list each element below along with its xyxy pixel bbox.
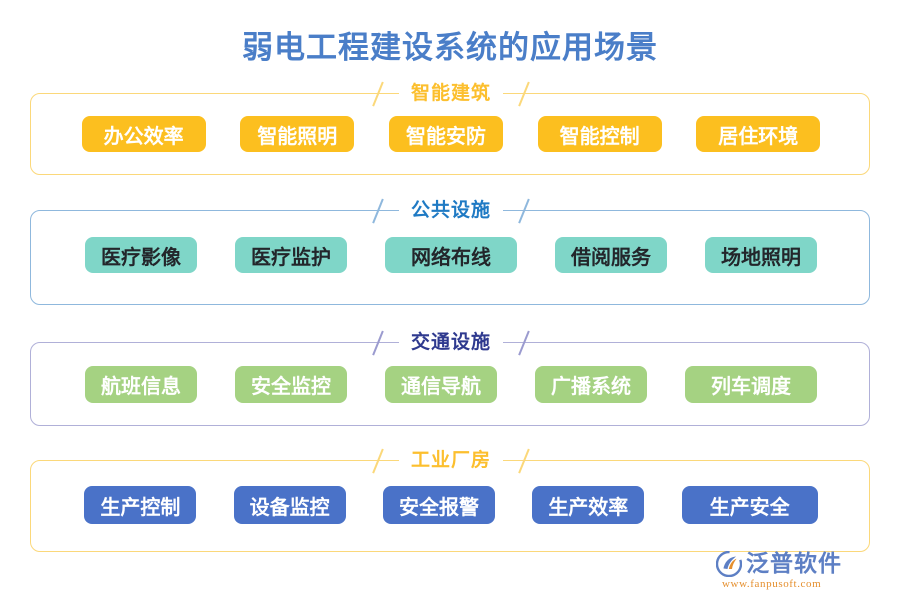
section-header-industrial-plant: 工业厂房: [31, 447, 871, 475]
section-header-transport-facilities: 交通设施: [31, 329, 871, 357]
slash-right-icon: [517, 449, 531, 473]
section-title-transport-facilities: 交通设施: [410, 332, 491, 353]
section-title-public-facilities: 公共设施: [410, 200, 491, 221]
pill-item[interactable]: 列车调度: [685, 366, 817, 403]
section-title-industrial-plant: 工业厂房: [410, 450, 491, 471]
slash-left-icon: [371, 199, 385, 223]
pill-row-smart-building: 办公效率 智能照明 智能安防 智能控制 居住环境: [31, 116, 871, 152]
pill-item[interactable]: 通信导航: [385, 366, 497, 403]
slash-right-icon: [517, 199, 531, 223]
pill-item[interactable]: 智能照明: [240, 116, 355, 152]
section-smart-building: 智能建筑 办公效率 智能照明 智能安防 智能控制 居住环境: [30, 80, 871, 175]
pill-item[interactable]: 智能安防: [388, 116, 503, 152]
logo-url: www.fanpusoft.com: [722, 578, 822, 590]
section-transport-facilities: 交通设施 航班信息 安全监控 通信导航 广播系统 列车调度: [30, 329, 871, 426]
slash-left-icon: [371, 82, 385, 106]
pill-item[interactable]: 办公效率: [81, 116, 206, 152]
pill-item[interactable]: 安全报警: [382, 486, 495, 524]
slash-left-icon: [371, 449, 385, 473]
pill-item[interactable]: 借阅服务: [555, 237, 667, 273]
slash-right-icon: [517, 82, 531, 106]
pill-row-transport-facilities: 航班信息 安全监控 通信导航 广播系统 列车调度: [31, 366, 871, 403]
pill-item[interactable]: 网络布线: [385, 237, 517, 273]
section-industrial-plant: 工业厂房 生产控制 设备监控 安全报警 生产效率 生产安全: [30, 447, 871, 552]
logo: 泛普软件 www.fanpusoft.com: [715, 550, 876, 590]
pill-item[interactable]: 医疗影像: [85, 237, 197, 273]
pill-item[interactable]: 智能控制: [537, 116, 662, 152]
section-header-smart-building: 智能建筑: [31, 80, 871, 108]
logo-top-row: 泛普软件: [715, 550, 842, 578]
section-title-smart-building: 智能建筑: [410, 83, 491, 104]
pill-item[interactable]: 医疗监护: [235, 237, 347, 273]
logo-name: 泛普软件: [746, 551, 842, 576]
pill-item[interactable]: 场地照明: [705, 237, 817, 273]
section-header-public-facilities: 公共设施: [31, 197, 871, 225]
pill-item[interactable]: 生产安全: [681, 486, 818, 524]
fanpu-swoosh-icon: [715, 550, 743, 578]
pill-row-public-facilities: 医疗影像 医疗监护 网络布线 借阅服务 场地照明: [31, 237, 871, 273]
slash-right-icon: [517, 331, 531, 355]
pill-item[interactable]: 广播系统: [535, 366, 647, 403]
pill-item[interactable]: 安全监控: [235, 366, 347, 403]
section-public-facilities: 公共设施 医疗影像 医疗监护 网络布线 借阅服务 场地照明: [30, 197, 871, 305]
pill-row-industrial-plant: 生产控制 设备监控 安全报警 生产效率 生产安全: [31, 486, 871, 524]
pill-item[interactable]: 设备监控: [233, 486, 346, 524]
page-title: 弱电工程建设系统的应用场景: [242, 30, 658, 65]
pill-item[interactable]: 居住环境: [696, 116, 821, 152]
pill-item[interactable]: 生产效率: [532, 486, 645, 524]
pill-item[interactable]: 航班信息: [85, 366, 197, 403]
pill-item[interactable]: 生产控制: [84, 486, 197, 524]
slash-left-icon: [371, 331, 385, 355]
